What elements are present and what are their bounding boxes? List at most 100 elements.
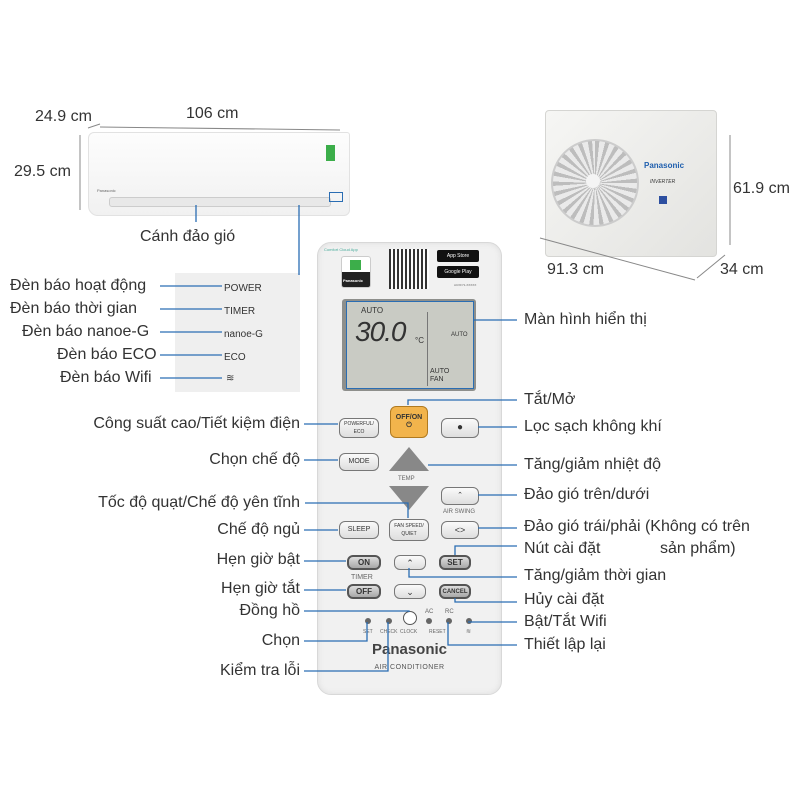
panel-eco: ECO xyxy=(224,352,246,363)
nanoe-icon: ● xyxy=(456,422,464,433)
remote-product: AIR CONDITIONER xyxy=(374,664,445,671)
callout-timer-off: Hẹn giờ tắt xyxy=(221,580,300,597)
wifi-small-icon: ≋ xyxy=(466,629,472,635)
lcd-mode: AUTO xyxy=(361,306,384,315)
callout-time: Tăng/giảm thời gian xyxy=(524,567,667,584)
panel-timer: TIMER xyxy=(224,306,256,317)
callout-check: Kiểm tra lỗi xyxy=(219,662,300,679)
check-label: CHECK xyxy=(380,629,398,635)
reset-label: RESET xyxy=(429,629,446,635)
callout-swing-note: sản phẩm) xyxy=(660,540,736,557)
temp-up-button[interactable] xyxy=(389,447,429,471)
clock-label: CLOCK xyxy=(400,629,418,635)
ac-label: AC xyxy=(425,609,434,615)
callout-display: Màn hình hiển thị xyxy=(524,311,647,328)
wifi-dot[interactable] xyxy=(466,618,472,624)
set-dot[interactable] xyxy=(365,618,371,624)
callout-air-purify: Lọc sạch không khí xyxy=(524,418,662,435)
callout-swing-updown: Đảo gió trên/dưới xyxy=(524,486,650,503)
callout-wifi: Bật/Tắt Wifi xyxy=(524,613,607,630)
indoor-brand: Panasonic xyxy=(97,188,116,193)
panel-nanoe: nanoe-G xyxy=(224,329,263,340)
callout-mode: Chọn chế độ xyxy=(209,451,300,468)
rc-reset-dot[interactable] xyxy=(446,618,452,624)
swing-leftright-button[interactable]: <> xyxy=(441,521,479,539)
home-icon xyxy=(350,260,361,270)
indoor-unit: Panasonic xyxy=(88,132,350,216)
lcd-display: AUTO 30.0 °C AUTO AUTO FAN xyxy=(346,301,474,389)
check-dot[interactable] xyxy=(386,618,392,624)
indicator-label-power: Đèn báo hoạt động xyxy=(10,277,147,294)
fan-speed-button[interactable]: FAN SPEED/ QUIET xyxy=(389,519,429,541)
callout-cancel: Hủy cài đặt xyxy=(524,591,605,608)
temp-down-button[interactable] xyxy=(389,486,429,510)
panel-power: POWER xyxy=(224,283,262,294)
qr-code xyxy=(389,249,429,289)
swing-flap xyxy=(109,197,331,207)
callout-timer-on: Hẹn giờ bật xyxy=(216,551,300,568)
temp-label: TEMP xyxy=(398,476,415,482)
inverter-tag: INVERTER xyxy=(650,179,676,185)
app-store-badge: App Store xyxy=(437,250,479,262)
outdoor-brand: Panasonic xyxy=(644,161,685,170)
timer-label: TIMER xyxy=(351,574,373,581)
outdoor-depth: 34 cm xyxy=(720,261,764,278)
lcd-fan: AUTO xyxy=(430,368,450,375)
indicator-label-eco: Đèn báo ECO xyxy=(57,346,157,363)
app-label: Comfort Cloud App xyxy=(324,247,358,252)
lcd-fan2: FAN xyxy=(430,376,444,383)
set-button[interactable]: SET xyxy=(439,555,471,570)
sleep-button[interactable]: SLEEP xyxy=(339,521,379,539)
lcd-unit: °C xyxy=(415,336,424,345)
clock-button[interactable] xyxy=(403,611,417,625)
lcd-temp: 30.0 xyxy=(355,316,406,347)
callout-fan-speed: Tốc độ quạt/Chế độ yên tĩnh xyxy=(98,494,300,511)
callout-temp: Tăng/giảm nhiệt độ xyxy=(524,456,661,473)
callout-clock: Đồng hồ xyxy=(239,602,301,619)
lcd-divider xyxy=(427,312,428,386)
indicator-label-timer: Đèn báo thời gian xyxy=(10,300,138,317)
time-up-button[interactable]: ⌃ xyxy=(394,555,426,570)
callout-reset: Thiết lập lại xyxy=(524,636,606,653)
fan-hub xyxy=(586,174,600,188)
swing-updown-button[interactable]: ⌃ xyxy=(441,487,479,505)
indicator-window xyxy=(329,192,343,202)
powerful-eco-button[interactable]: POWERFUL/ ECO xyxy=(339,418,379,438)
indoor-width: 106 cm xyxy=(186,105,239,122)
ac-reset-dot[interactable] xyxy=(426,618,432,624)
dim-indoor-width xyxy=(99,126,341,131)
offon-label: OFF/ON xyxy=(395,414,423,421)
callout-set: Nút cài đặt xyxy=(524,540,601,557)
callout-offon: Tắt/Mở xyxy=(524,391,576,408)
air-purify-button[interactable]: ● xyxy=(441,418,479,438)
indoor-depth: 24.9 cm xyxy=(35,108,92,125)
rc-label: RC xyxy=(445,609,454,615)
remote-control: Comfort Cloud App Panasonic App Store Go… xyxy=(317,242,502,695)
set-small-label: SET xyxy=(363,629,373,635)
power-icon: ⏻ xyxy=(406,422,412,429)
app-icon: Panasonic xyxy=(341,256,371,288)
callout-powerful-eco: Công suất cao/Tiết kiệm điện xyxy=(93,415,300,432)
mode-button[interactable]: MODE xyxy=(339,453,379,471)
remote-brand: Panasonic xyxy=(371,641,448,658)
model-code: ACXF71-XXXXX xyxy=(454,283,477,287)
timer-on-button[interactable]: ON xyxy=(347,555,381,570)
lcd-swing: AUTO xyxy=(451,332,468,338)
callout-sleep: Chế độ ngủ xyxy=(217,521,300,538)
indoor-height: 29.5 cm xyxy=(14,163,71,180)
cancel-button[interactable]: CANCEL xyxy=(439,584,471,599)
air-swing-label: AIR SWING xyxy=(443,509,476,515)
outdoor-height: 61.9 cm xyxy=(733,180,790,197)
callout-select: Chọn xyxy=(261,632,300,649)
outdoor-width: 91.3 cm xyxy=(547,261,604,278)
indicator-label-wifi: Đèn báo Wifi xyxy=(60,369,152,386)
swing-flap-label: Cánh đảo gió xyxy=(140,228,236,245)
app-brand: Panasonic xyxy=(343,278,364,283)
wifi-icon: ≋ xyxy=(226,373,235,384)
energy-label xyxy=(326,145,335,161)
callout-swing-leftright: Đảo gió trái/phải (Không có trên xyxy=(524,518,750,535)
time-down-button[interactable]: ⌄ xyxy=(394,584,426,599)
offon-button[interactable]: OFF/ON⏻ xyxy=(390,406,428,438)
timer-off-button[interactable]: OFF xyxy=(347,584,381,599)
